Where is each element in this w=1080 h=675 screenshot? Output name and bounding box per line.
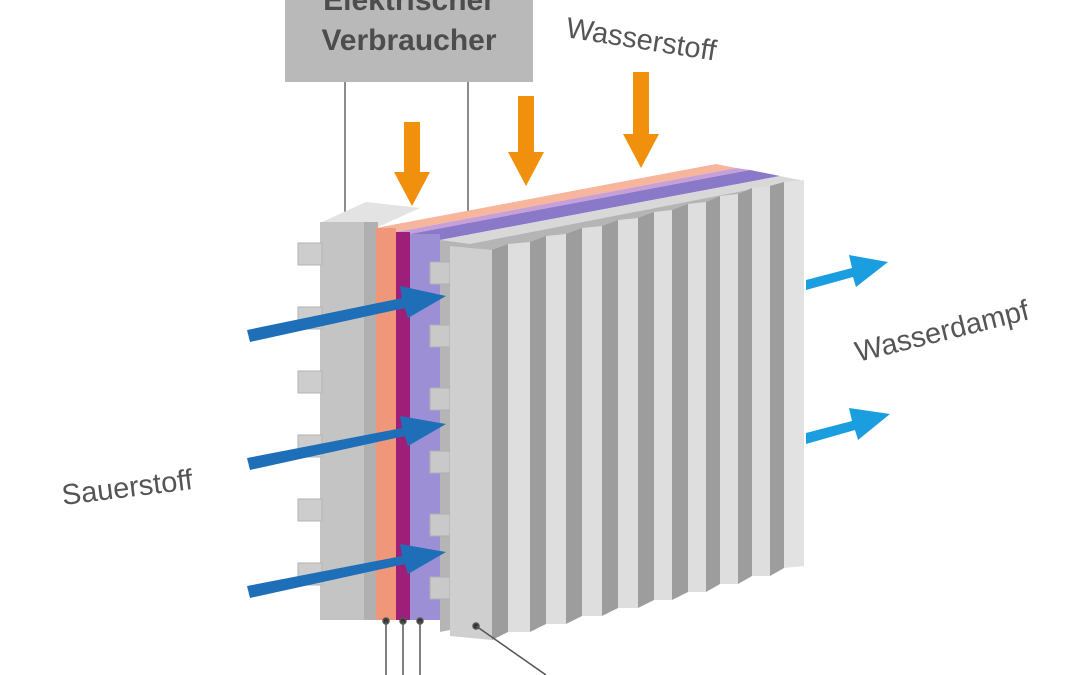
fin <box>706 194 738 592</box>
left-plate-teeth <box>297 242 323 586</box>
consumer-label-line1: Elektrischer <box>323 0 495 17</box>
left-tooth <box>297 370 323 394</box>
fin <box>770 180 804 576</box>
left-plate-edge <box>364 222 378 620</box>
right-plate-top <box>440 176 800 244</box>
arrow-right-icon <box>806 408 890 444</box>
left-tooth <box>297 242 323 266</box>
right-tooth <box>429 576 451 600</box>
pointer-membrane <box>399 617 407 675</box>
left-plate-top-face <box>322 202 420 228</box>
right-tooth <box>429 450 451 474</box>
hydrogen-inflow-arrows <box>394 72 659 206</box>
water-vapor-label: Wasserdampf <box>852 294 1033 368</box>
right-plate-front-face <box>450 246 492 640</box>
arrow-down-icon <box>623 72 659 168</box>
arrow-down-icon <box>394 122 430 206</box>
consumer-label-line2: Verbraucher <box>321 24 496 57</box>
electrical-consumer-box: Elektrischer Verbraucher <box>285 0 533 82</box>
fin <box>672 202 706 600</box>
right-plate-teeth <box>429 261 451 600</box>
pointer-bipolar-plate <box>472 622 547 675</box>
anode-layer <box>376 164 736 620</box>
arrow-right-icon <box>247 416 446 470</box>
arrow-right-icon <box>806 255 888 290</box>
left-tooth <box>297 498 323 522</box>
pointer-anode <box>382 617 390 675</box>
fin <box>638 210 672 608</box>
right-tooth <box>429 261 451 285</box>
anode-top-face <box>376 164 736 232</box>
hydrogen-label: Wasserstoff <box>564 12 720 67</box>
water-outflow-arrows <box>806 255 890 444</box>
membrane-top-face <box>396 168 750 234</box>
arrow-right-icon <box>247 544 446 598</box>
arrow-right-icon <box>247 286 446 342</box>
oxygen-label: Sauerstoff <box>60 464 196 512</box>
consumer-box-background <box>285 0 533 82</box>
cathode-top-face <box>410 170 780 240</box>
fin <box>530 234 566 632</box>
oxygen-inflow-arrows <box>247 286 446 598</box>
right-tooth <box>429 387 451 411</box>
right-tooth <box>429 324 451 348</box>
fin <box>602 218 638 616</box>
fin <box>492 242 530 640</box>
fin <box>566 226 602 624</box>
right-plate-fins <box>492 180 804 640</box>
arrow-down-icon <box>508 96 544 186</box>
fin <box>738 186 770 584</box>
right-tooth <box>429 513 451 537</box>
anode-front-face <box>376 228 396 620</box>
right-bipolar-plate <box>429 176 804 640</box>
layer-pointers <box>382 617 547 675</box>
pointer-cathode <box>416 617 424 675</box>
